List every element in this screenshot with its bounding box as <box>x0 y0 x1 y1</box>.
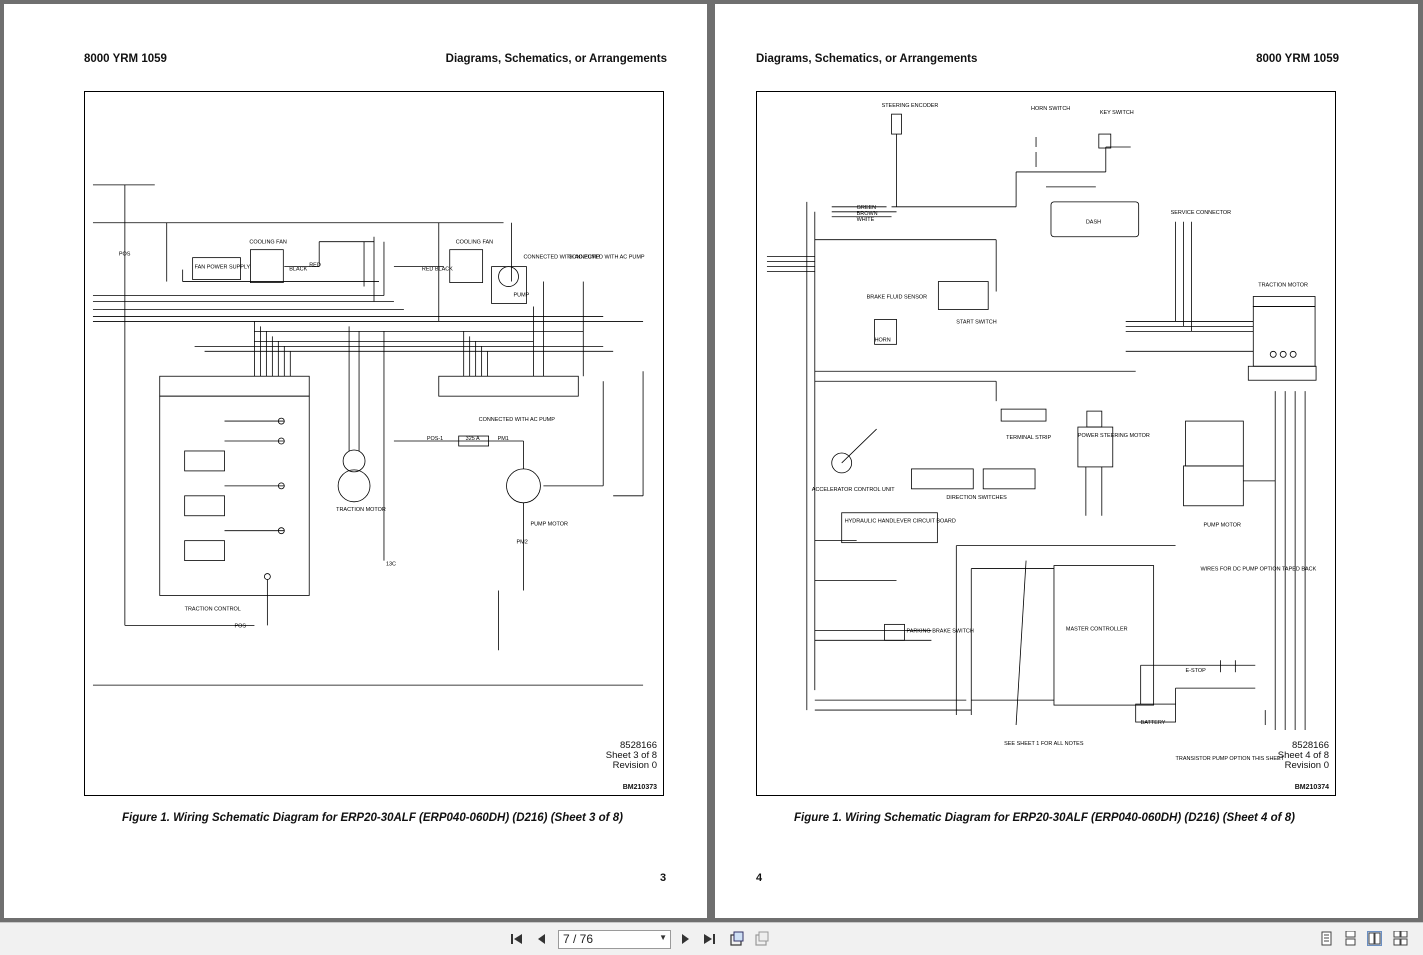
first-page-icon[interactable] <box>508 930 526 948</box>
label-pump-motor: PUMP MOTOR <box>530 522 568 528</box>
sheet-info: 8528166 Sheet 3 of 8 Revision 0 <box>606 741 657 771</box>
label-e-stop: E-STOP <box>1186 668 1207 674</box>
label-red-wire: RED <box>309 263 321 269</box>
label-parking-brake-switch: PARKING BRAKE SWITCH <box>906 628 973 634</box>
doc-number-header: 8000 YRM 1059 <box>84 53 167 65</box>
label-white-wire: WHITE <box>857 217 875 223</box>
single-page-icon[interactable] <box>1319 931 1334 946</box>
label-master-controller: MASTER CONTROLLER <box>1066 626 1128 632</box>
label-pos-bottom: POS <box>234 623 246 629</box>
section-header: Diagrams, Schematics, or Arrangements <box>756 53 978 65</box>
label-traction-motor: TRACTION MOTOR <box>1258 283 1308 289</box>
label-green-wire: GREEN <box>857 205 876 211</box>
label-transistor-pump: TRANSISTOR PUMP OPTION THIS SHEET <box>1176 756 1285 762</box>
schematic-sheet-4: STEERING ENCODER HORN SWITCH KEY SWITCH … <box>756 91 1336 796</box>
revision: Revision 0 <box>1284 760 1329 771</box>
label-terminal-strip: TERMINAL STRIP <box>1006 435 1051 441</box>
label-traction-motor: TRACTION MOTOR <box>336 507 386 513</box>
label-start-switch: START SWITCH <box>956 319 996 325</box>
schematic-drawing: COOLING FAN COOLING FAN FAN POWER SUPPLY… <box>92 184 645 686</box>
label-pos: POS <box>119 252 131 258</box>
label-wires-dc-pump: WIRES FOR DC PUMP OPTION TAPED BACK <box>1200 567 1316 573</box>
label-direction-switches: DIRECTION SWITCHES <box>946 495 1007 501</box>
previous-page-icon[interactable] <box>533 930 551 948</box>
figure-caption: Figure 1. Wiring Schematic Diagram for E… <box>794 812 1295 824</box>
label-power-steering-motor: POWER STEERING MOTOR <box>1078 433 1150 439</box>
chevron-down-icon: ▼ <box>659 933 667 942</box>
label-pump-motor: PUMP MOTOR <box>1203 523 1241 529</box>
label-horn: HORN <box>875 337 891 343</box>
label-dash: DASH <box>1086 220 1101 226</box>
label-pos1: POS-1 <box>427 436 443 442</box>
label-black-wire: BLACK <box>289 267 307 273</box>
next-page-icon[interactable] <box>676 930 694 948</box>
two-page-icon[interactable] <box>1367 931 1382 946</box>
two-page-continuous-icon[interactable] <box>1393 930 1408 946</box>
schematic-sheet-3: COOLING FAN COOLING FAN FAN POWER SUPPLY… <box>84 91 664 796</box>
doc-number-header: 8000 YRM 1059 <box>1256 53 1339 65</box>
continuous-icon[interactable] <box>1343 930 1358 946</box>
label-hydraulic-handlever: HYDRAULIC HANDLEVER CIRCUIT BOARD <box>845 519 956 525</box>
label-connected-ac-pump-1: CONNECTED WITH AC PUMP <box>523 255 600 261</box>
page-number: 4 <box>756 872 763 884</box>
schematic-drawing: STEERING ENCODER HORN SWITCH KEY SWITCH … <box>766 103 1317 762</box>
page-indicator: 7 / 76 <box>563 932 594 946</box>
sheet-number: Sheet 3 of 8 <box>605 750 657 761</box>
label-see-sheet-1: SEE SHEET 1 FOR ALL NOTES <box>1004 741 1084 747</box>
label-connected-ac-pump-2: CONNECTED WITH AC PUMP <box>568 255 645 261</box>
label-wire-13c: 13C <box>386 562 396 568</box>
label-key-switch: KEY SWITCH <box>1100 110 1134 116</box>
drawing-number: 8528166 <box>620 740 657 751</box>
label-service-connector: SERVICE CONNECTOR <box>1171 210 1232 216</box>
revision: Revision 0 <box>612 760 657 771</box>
fit-width-icon[interactable] <box>753 930 771 948</box>
label-brake-fluid-sensor: BRAKE FLUID SENSOR <box>867 295 928 301</box>
drawing-number: 8528166 <box>1292 740 1329 751</box>
label-brown-wire: BROWN <box>857 211 878 217</box>
page-number: 3 <box>660 872 667 884</box>
sheet-info: 8528166 Sheet 4 of 8 Revision 0 <box>1278 741 1329 771</box>
label-horn-switch: HORN SWITCH <box>1031 106 1070 112</box>
label-red-black-wire: RED BLACK <box>422 267 453 273</box>
label-fan-power-supply: FAN POWER SUPPLY <box>195 265 251 271</box>
left-page: 8000 YRM 1059 Diagrams, Schematics, or A… <box>4 4 707 918</box>
figure-caption: Figure 1. Wiring Schematic Diagram for E… <box>122 812 623 824</box>
label-connected-ac-pump-3: CONNECTED WITH AC PUMP <box>479 417 556 423</box>
label-pm2: PM2 <box>517 540 528 546</box>
page-number-select[interactable]: 7 / 76 ▼ <box>558 930 671 949</box>
label-cooling-fan-2: COOLING FAN <box>456 240 493 246</box>
label-pm1: PM1 <box>498 436 509 442</box>
label-accelerator-control-unit: ACCELERATOR CONTROL UNIT <box>812 487 896 493</box>
section-header: Diagrams, Schematics, or Arrangements <box>445 53 667 65</box>
label-cooling-fan-1: COOLING FAN <box>249 240 286 246</box>
label-steering-encoder: STEERING ENCODER <box>882 103 939 109</box>
last-page-icon[interactable] <box>700 930 718 948</box>
fit-page-icon[interactable] <box>728 930 746 948</box>
label-battery: BATTERY <box>1141 720 1166 726</box>
viewer-toolbar: 7 / 76 ▼ <box>0 922 1423 955</box>
label-pump: PUMP <box>514 293 530 299</box>
label-traction-control: TRACTION CONTROL <box>185 606 241 612</box>
label-fuse: 325 A <box>466 436 480 442</box>
bm-code: BM210373 <box>622 784 657 791</box>
sheet-number: Sheet 4 of 8 <box>1277 750 1329 761</box>
bm-code: BM210374 <box>1294 784 1329 791</box>
right-page: Diagrams, Schematics, or Arrangements 80… <box>715 4 1418 918</box>
